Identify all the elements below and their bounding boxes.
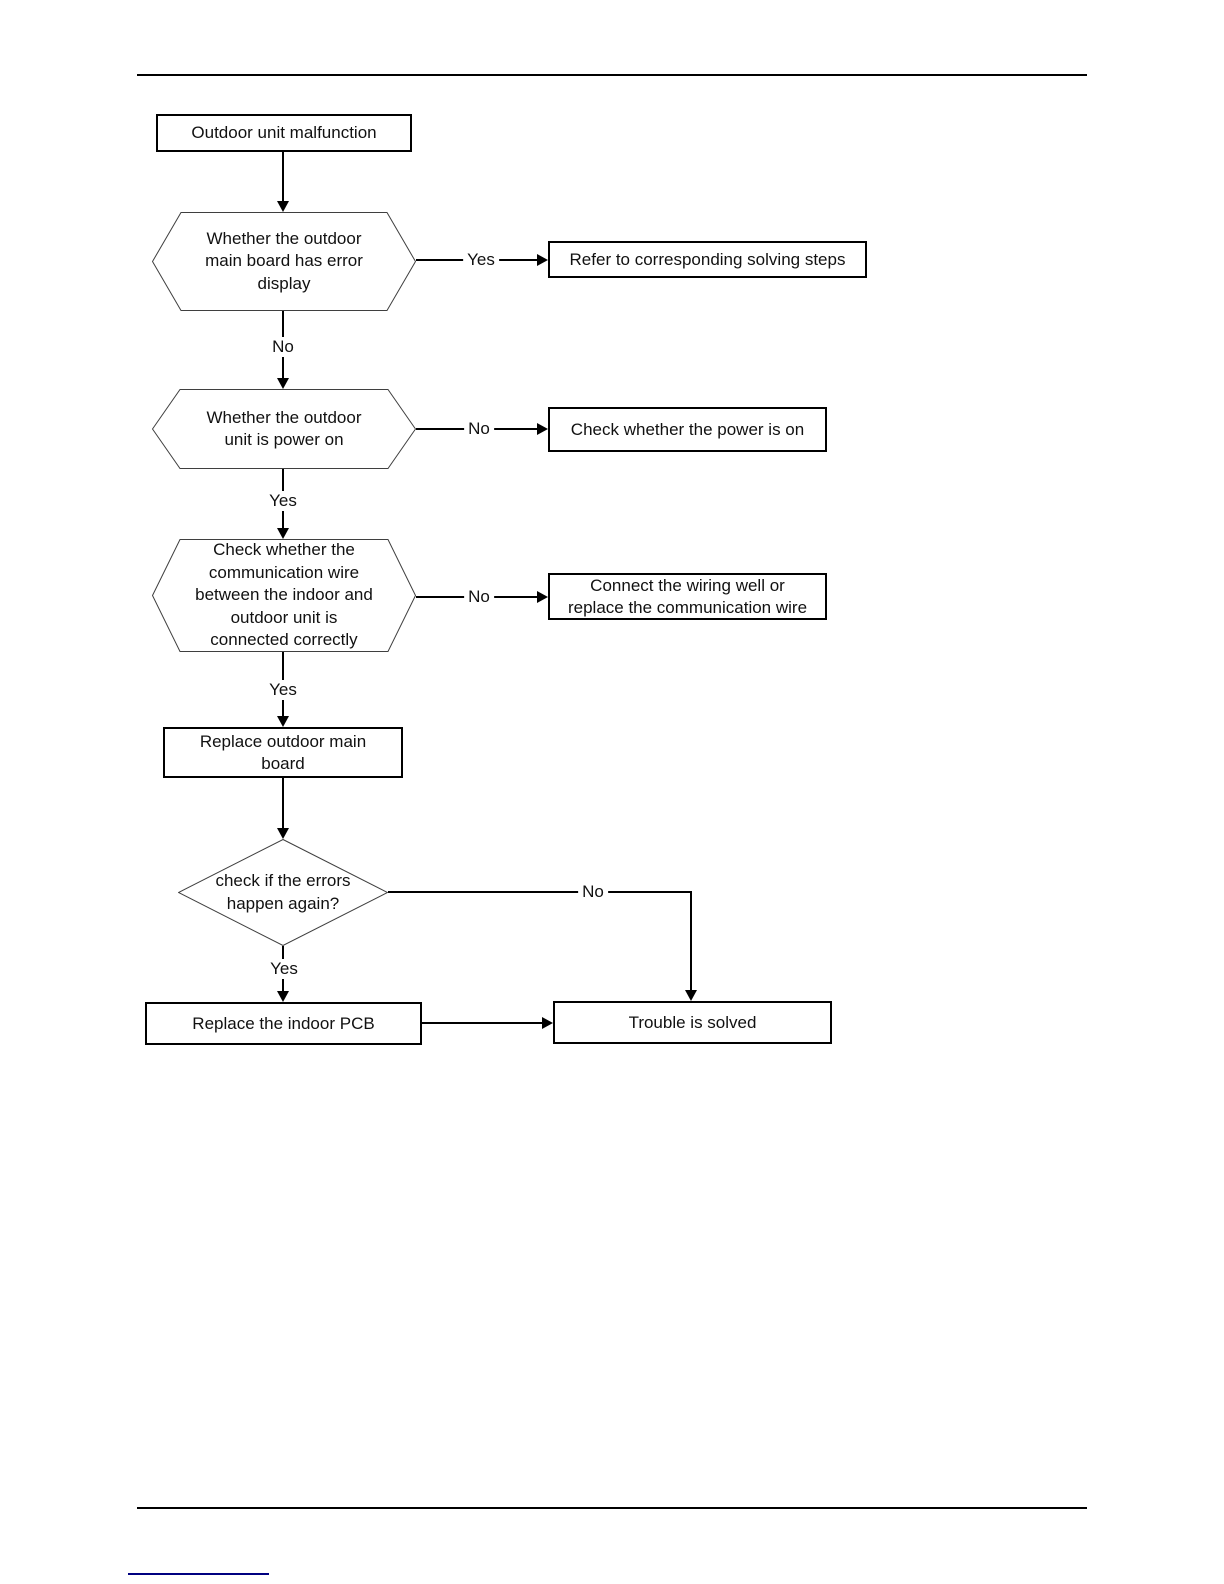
node-decision-errors-again-label: check if the errors happen again? (215, 871, 351, 913)
node-start: Outdoor unit malfunction (156, 114, 412, 152)
node-check-power-label: Check whether the power is on (570, 419, 805, 439)
connector-start-to-decision1 (282, 152, 284, 203)
node-replace-outdoor-board-label: Replace outdoor main board (199, 731, 367, 773)
connector-process-to-decision4 (282, 778, 284, 829)
edge-label-no-4: No (578, 882, 608, 902)
node-check-power: Check whether the power is on (548, 407, 827, 452)
arrow-down-icon (685, 990, 697, 1001)
node-decision-power-on-label: Whether the outdoor unit is power on (206, 407, 362, 449)
connector-pcb-to-solved (422, 1022, 545, 1024)
node-replace-indoor-pcb: Replace the indoor PCB (145, 1002, 422, 1045)
node-decision-errors-again: check if the errors happen again? (178, 839, 388, 946)
arrow-down-icon (277, 201, 289, 212)
arrow-right-icon (542, 1017, 553, 1029)
node-decision-power-on: Whether the outdoor unit is power on (152, 389, 416, 469)
node-decision-error-display: Whether the outdoor main board has error… (152, 212, 416, 311)
node-connect-wiring-label: Connect the wiring well or replace the c… (567, 575, 808, 617)
node-trouble-solved: Trouble is solved (553, 1001, 832, 1044)
arrow-down-icon (277, 528, 289, 539)
diamond-outline (178, 839, 388, 946)
node-decision-comm-wire: Check whether the communication wire bet… (152, 539, 416, 652)
node-refer-solving-steps-label: Refer to corresponding solving steps (569, 249, 846, 269)
connector-decision4-no-horizontal (388, 891, 692, 893)
node-trouble-solved-label: Trouble is solved (628, 1012, 757, 1032)
top-rule (137, 74, 1087, 76)
hexagon-outline (152, 539, 416, 652)
node-replace-indoor-pcb-label: Replace the indoor PCB (192, 1013, 375, 1033)
edge-label-yes-1: Yes (463, 250, 499, 270)
arrow-down-icon (277, 378, 289, 389)
connector-decision4-no-vertical (690, 891, 692, 991)
node-replace-outdoor-board: Replace outdoor main board (163, 727, 403, 778)
arrow-right-icon (537, 423, 548, 435)
hexagon-outline (152, 389, 416, 469)
node-refer-solving-steps: Refer to corresponding solving steps (548, 241, 867, 278)
edge-label-yes-3: Yes (265, 680, 301, 700)
node-connect-wiring: Connect the wiring well or replace the c… (548, 573, 827, 620)
node-decision-comm-wire-label: Check whether the communication wire bet… (195, 540, 373, 650)
edge-label-yes-4: Yes (266, 959, 302, 979)
hexagon-outline (152, 212, 416, 311)
edge-label-no-1: No (268, 337, 298, 357)
arrow-down-icon (277, 716, 289, 727)
arrow-right-icon (537, 254, 548, 266)
arrow-down-icon (277, 828, 289, 839)
edge-label-no-2: No (464, 419, 494, 439)
arrow-right-icon (537, 591, 548, 603)
node-decision-error-display-label: Whether the outdoor main board has error… (205, 229, 363, 293)
arrow-down-icon (277, 991, 289, 1002)
edge-label-no-3: No (464, 587, 494, 607)
footer-link-underline (128, 1573, 269, 1575)
bottom-rule (137, 1507, 1087, 1509)
node-start-label: Outdoor unit malfunction (191, 123, 377, 143)
edge-label-yes-2: Yes (265, 491, 301, 511)
